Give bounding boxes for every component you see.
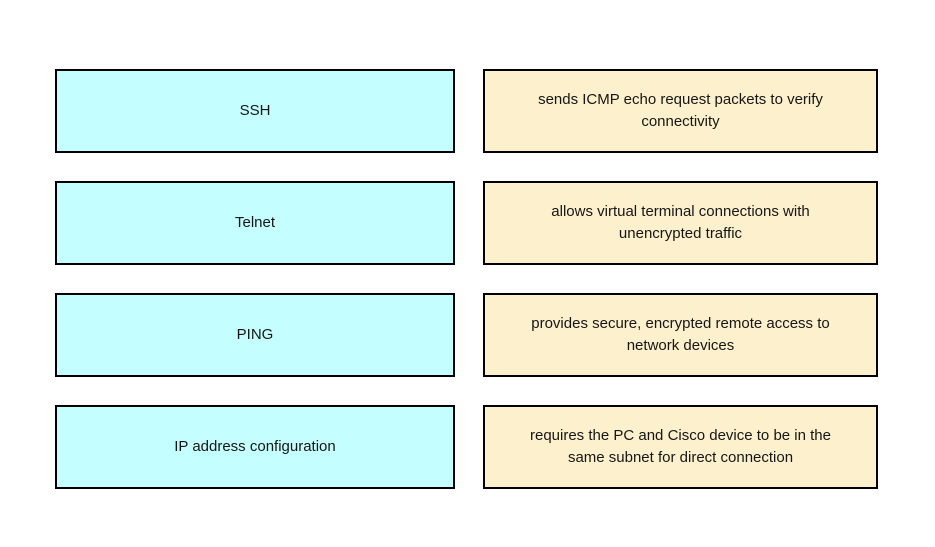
description-box-virtual-terminal[interactable]: allows virtual terminal connections with… bbox=[483, 181, 878, 265]
term-box-ping[interactable]: PING bbox=[55, 293, 455, 377]
description-box-icmp-echo[interactable]: sends ICMP echo request packets to verif… bbox=[483, 69, 878, 153]
term-box-ssh[interactable]: SSH bbox=[55, 69, 455, 153]
matching-row-3: PING provides secure, encrypted remote a… bbox=[55, 293, 878, 377]
matching-row-4: IP address configuration requires the PC… bbox=[55, 405, 878, 489]
description-box-secure-remote-access[interactable]: provides secure, encrypted remote access… bbox=[483, 293, 878, 377]
description-box-same-subnet[interactable]: requires the PC and Cisco device to be i… bbox=[483, 405, 878, 489]
matching-row-1: SSH sends ICMP echo request packets to v… bbox=[55, 69, 878, 153]
term-box-telnet[interactable]: Telnet bbox=[55, 181, 455, 265]
matching-board: SSH sends ICMP echo request packets to v… bbox=[55, 69, 878, 489]
matching-row-2: Telnet allows virtual terminal connectio… bbox=[55, 181, 878, 265]
term-box-ip-address-configuration[interactable]: IP address configuration bbox=[55, 405, 455, 489]
